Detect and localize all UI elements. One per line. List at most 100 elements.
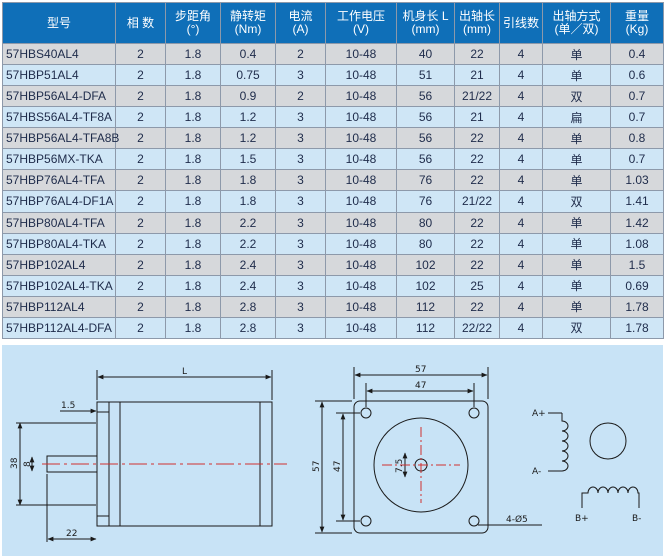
table-cell: 1.8 bbox=[220, 190, 276, 213]
table-cell: 21/22 bbox=[454, 190, 500, 213]
table-cell: 0.69 bbox=[610, 274, 664, 297]
table-cell: 10-48 bbox=[325, 127, 397, 150]
table-cell: 2 bbox=[115, 85, 166, 108]
table-cell: 56 bbox=[396, 106, 455, 129]
table-cell: 1.03 bbox=[610, 169, 664, 192]
column-header-title: 引线数 bbox=[502, 15, 539, 30]
table-cell: 102 bbox=[396, 253, 455, 276]
flange-label: 1.5 bbox=[61, 401, 75, 411]
table-cell: 3 bbox=[275, 148, 326, 171]
column-header-title: 电流 bbox=[288, 9, 313, 23]
table-cell: 22 bbox=[454, 127, 500, 150]
table-cell: 0.75 bbox=[220, 64, 276, 87]
a-minus-label: A- bbox=[532, 467, 541, 477]
model-cell: 57HBP102AL4 bbox=[2, 253, 116, 276]
table-cell: 10-48 bbox=[325, 274, 397, 297]
model-cell: 57HBS56AL4-TF8A bbox=[2, 106, 116, 129]
column-header-title: 步距角 bbox=[174, 9, 211, 23]
table-cell: 3 bbox=[275, 295, 326, 318]
column-header-title: 工作电压 bbox=[336, 9, 385, 23]
table-cell: 0.7 bbox=[610, 106, 664, 129]
model-cell: 57HBP56AL4-DFA bbox=[2, 85, 116, 108]
table-cell: 4 bbox=[499, 190, 543, 213]
table-cell: 3 bbox=[275, 232, 326, 255]
table-cell: 单 bbox=[542, 295, 611, 318]
table-cell: 51 bbox=[396, 64, 455, 87]
holes-label: 4-Ø5 bbox=[506, 514, 528, 525]
table-cell: 0.6 bbox=[610, 64, 664, 87]
table-cell: 22 bbox=[454, 42, 500, 66]
table-cell: 1.8 bbox=[165, 148, 221, 171]
table-cell: 1.8 bbox=[165, 127, 221, 150]
table-cell: 3 bbox=[275, 106, 326, 129]
model-cell: 57HBP56AL4-TFA8B bbox=[2, 127, 119, 150]
model-cell: 57HBP80AL4-TFA bbox=[2, 211, 116, 234]
table-cell: 1.78 bbox=[610, 295, 664, 318]
mount-hole-bl bbox=[360, 515, 372, 527]
table-cell: 4 bbox=[499, 106, 543, 129]
table-cell: 22/22 bbox=[454, 316, 500, 340]
table-cell: 21 bbox=[454, 106, 500, 129]
table-cell: 2 bbox=[115, 295, 166, 318]
table-cell: 1.08 bbox=[610, 232, 664, 255]
table-cell: 2 bbox=[115, 148, 166, 171]
table-cell: 2 bbox=[275, 42, 326, 66]
column-header-title: 型号 bbox=[46, 15, 71, 30]
table-cell: 22 bbox=[454, 232, 500, 255]
table-cell: 4 bbox=[499, 211, 543, 234]
shaft-length-label: 22 bbox=[66, 529, 77, 539]
table-cell: 22 bbox=[454, 253, 500, 276]
shaft-diameter-label: 8 bbox=[23, 461, 33, 467]
table-cell: 1.8 bbox=[220, 169, 276, 192]
table-cell: 2 bbox=[115, 190, 166, 213]
table-cell: 40 bbox=[396, 42, 455, 66]
shaft-flat-label: 7.5 bbox=[395, 459, 405, 473]
table-cell: 2 bbox=[115, 169, 166, 192]
table-cell: 1.8 bbox=[165, 64, 221, 87]
table-cell: 单 bbox=[542, 42, 611, 66]
table-cell: 22 bbox=[454, 211, 500, 234]
table-cell: 2 bbox=[115, 316, 166, 340]
column-header: 重量(Kg) bbox=[610, 2, 664, 44]
table-cell: 21 bbox=[454, 64, 500, 87]
table-cell: 4 bbox=[499, 148, 543, 171]
table-cell: 单 bbox=[542, 232, 611, 255]
table-cell: 3 bbox=[275, 253, 326, 276]
table-cell: 25 bbox=[454, 274, 500, 297]
table-cell: 10-48 bbox=[325, 85, 397, 108]
table-cell: 1.2 bbox=[220, 127, 276, 150]
model-cell: 57HBP76AL4-DF1A bbox=[2, 190, 116, 213]
table-cell: 2 bbox=[115, 64, 166, 87]
column-header-title: 重量 bbox=[624, 9, 649, 23]
table-cell: 56 bbox=[396, 127, 455, 150]
table-cell: 1.8 bbox=[165, 106, 221, 129]
table-cell: 2.2 bbox=[220, 211, 276, 234]
table-cell: 102 bbox=[396, 274, 455, 297]
table-cell: 10-48 bbox=[325, 253, 397, 276]
table-cell: 1.8 bbox=[165, 85, 221, 108]
table-cell: 1.8 bbox=[165, 232, 221, 255]
table-cell: 双 bbox=[542, 190, 611, 213]
table-cell: 3 bbox=[275, 316, 326, 340]
table-cell: 10-48 bbox=[325, 190, 397, 213]
table-cell: 10-48 bbox=[325, 316, 397, 340]
outer-height-label: 57 bbox=[312, 461, 322, 472]
wiring-diagram bbox=[548, 412, 640, 508]
table-cell: 单 bbox=[542, 64, 611, 87]
hole-spacing-label: 47 bbox=[415, 381, 426, 391]
table-cell: 1.8 bbox=[165, 295, 221, 318]
table-cell: 10-48 bbox=[325, 42, 397, 66]
length-label: L bbox=[182, 367, 187, 377]
table-cell: 112 bbox=[396, 316, 455, 340]
column-header-unit: (mm) bbox=[463, 22, 491, 36]
table-cell: 3 bbox=[275, 274, 326, 297]
model-cell: 57HBP112AL4-DFA bbox=[2, 316, 116, 340]
table-cell: 4 bbox=[499, 127, 543, 150]
table-cell: 80 bbox=[396, 232, 455, 255]
table-cell: 0.4 bbox=[610, 42, 664, 66]
